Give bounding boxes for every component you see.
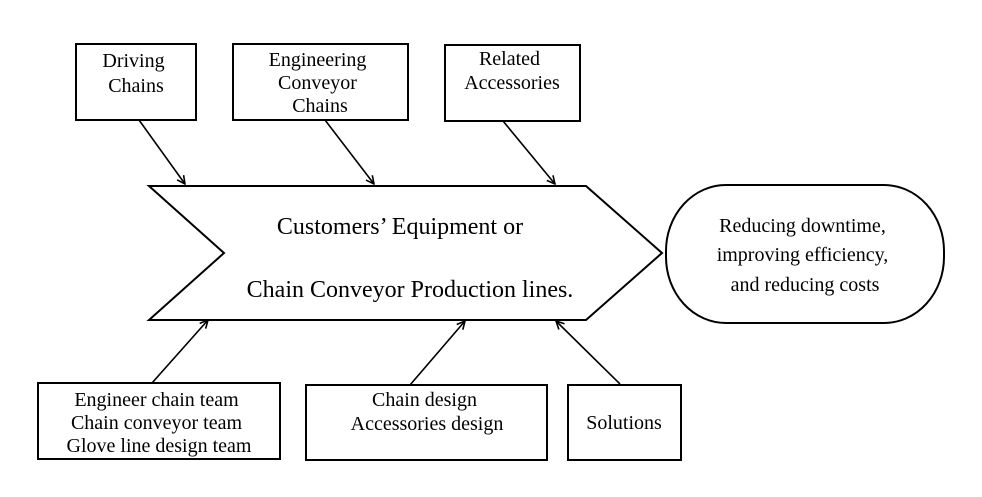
label-line: Accessories (464, 72, 560, 94)
input-box-design: Chain design Accessories design (305, 384, 548, 461)
center-line: Chain Conveyor Production lines. (247, 277, 574, 303)
arrow-related-accessories (502, 120, 555, 184)
label-line: Glove line design team (67, 435, 252, 457)
input-box-solutions: Solutions (567, 384, 682, 461)
label-line: Related (479, 48, 540, 70)
label-line: Chain design (372, 389, 477, 411)
input-box-related-accessories: Related Accessories (444, 44, 581, 122)
label-line: Conveyor (278, 72, 357, 94)
center-label: Customers’ Equipment or Chain Conveyor P… (247, 214, 574, 303)
label-line: Chains (108, 75, 164, 97)
arrow-driving-chains (138, 119, 185, 184)
input-box-engineering-conveyor-chains: Engineering Conveyor Chains (232, 43, 409, 121)
center-chevron: Customers’ Equipment or Chain Conveyor P… (146, 185, 664, 321)
input-label: Chain design Accessories design (351, 389, 504, 435)
label-line: Engineering (269, 49, 367, 71)
outcome-line: Reducing downtime, (719, 215, 886, 237)
input-box-teams: Engineer chain team Chain conveyor team … (37, 382, 281, 460)
arrow-solutions (556, 321, 621, 385)
arrow-engineering-conveyor-chains (324, 119, 374, 184)
outcome-terminal: Reducing downtime, improving efficiency,… (665, 184, 945, 324)
input-label: Engineer chain team Chain conveyor team … (67, 389, 252, 457)
arrow-design (409, 321, 465, 386)
input-label: Solutions (586, 412, 662, 434)
label-line: Accessories design (351, 413, 504, 435)
label-line: Chain conveyor team (71, 412, 242, 434)
input-label: Related Accessories (464, 48, 560, 94)
label-line: Chains (292, 95, 348, 117)
label-line: Driving (102, 50, 164, 72)
outcome-line: and reducing costs (731, 274, 880, 296)
outcome-label: Reducing downtime, improving efficiency,… (717, 215, 894, 296)
input-label: Engineering Conveyor Chains (269, 49, 372, 117)
outcome-line: improving efficiency, (717, 244, 889, 266)
center-line: Customers’ Equipment or (277, 214, 523, 240)
input-box-driving-chains: Driving Chains (75, 43, 197, 121)
label-line: Engineer chain team (74, 389, 239, 411)
label-line: Solutions (586, 412, 662, 434)
arrow-teams (151, 320, 208, 384)
input-label: Driving Chains (102, 50, 169, 97)
